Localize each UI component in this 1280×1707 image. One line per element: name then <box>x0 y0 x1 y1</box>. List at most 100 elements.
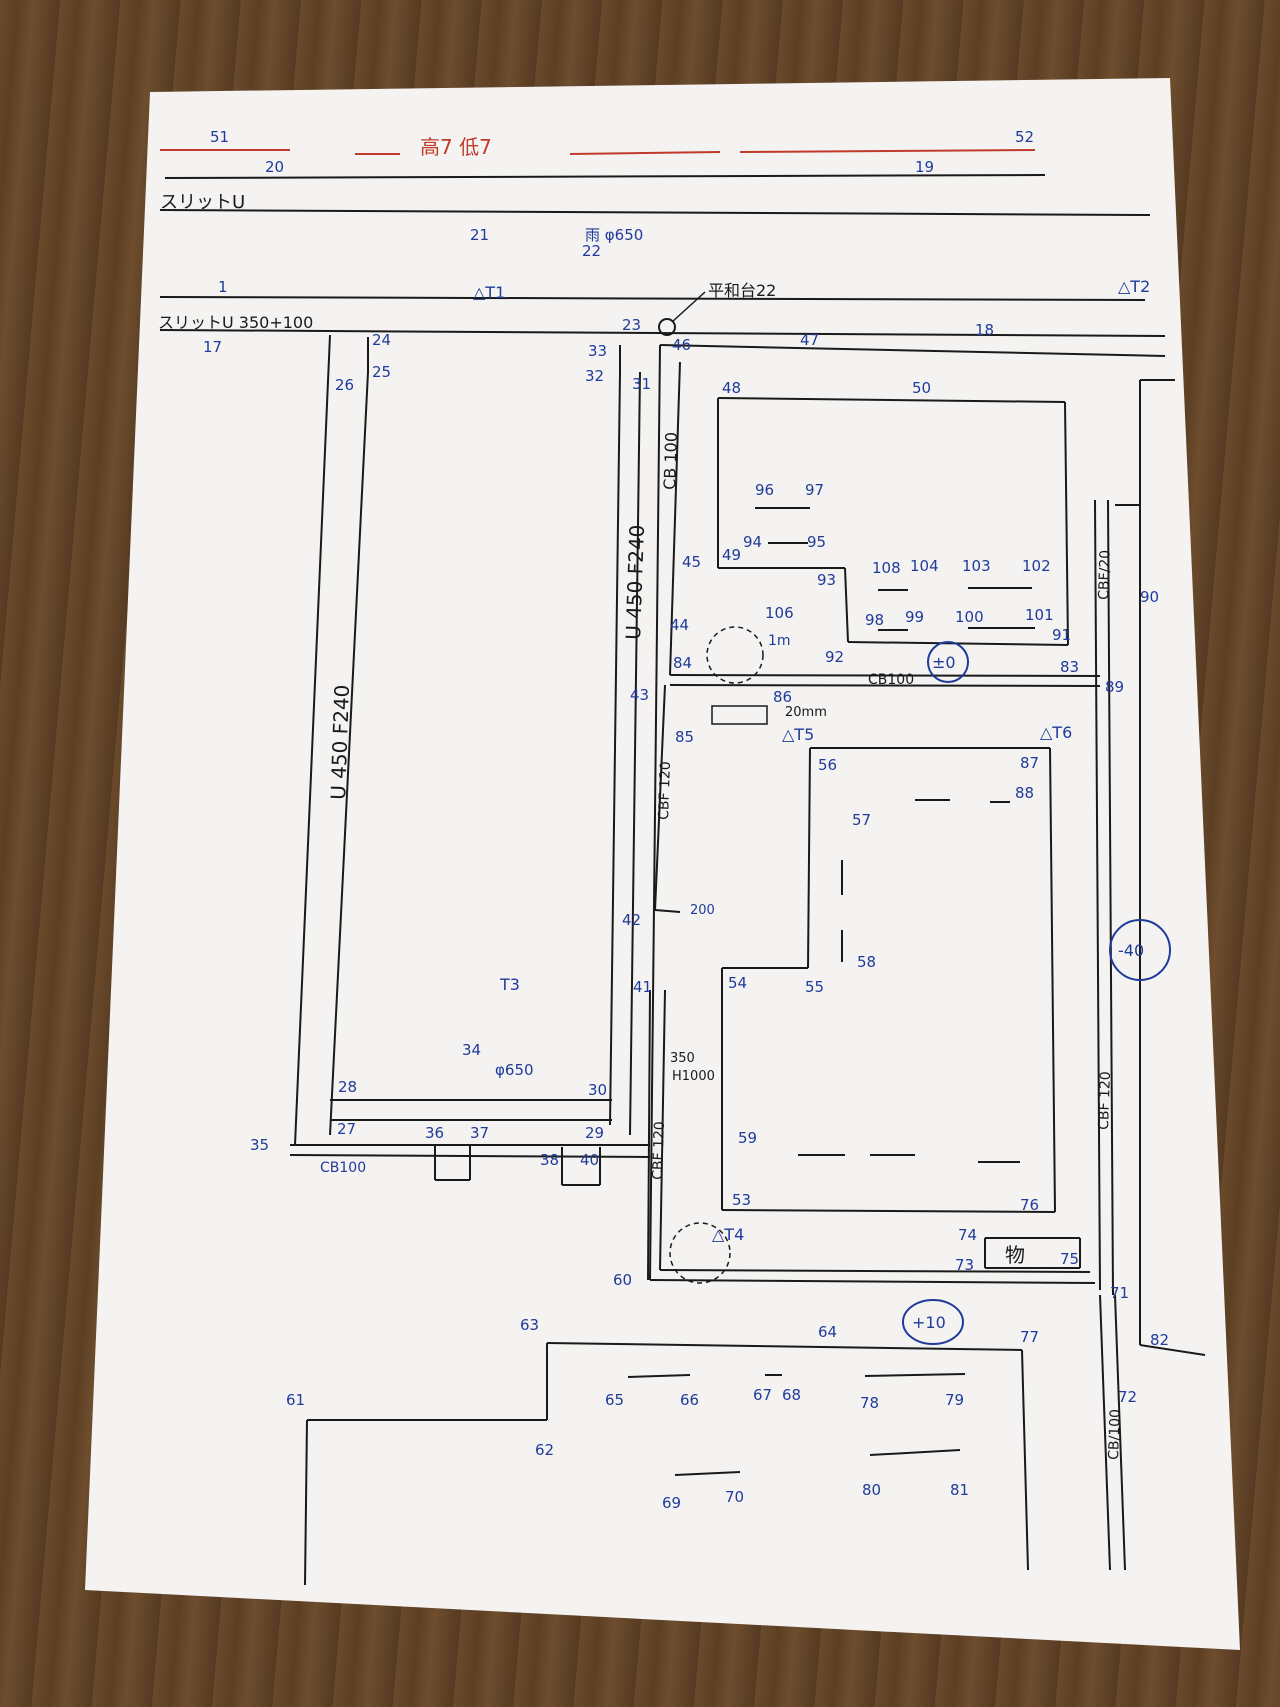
pt-35: 35 <box>250 1136 269 1154</box>
pt-101: 101 <box>1025 606 1054 624</box>
pt-76: 76 <box>1020 1196 1039 1214</box>
tree-lower-symbol <box>669 1222 731 1284</box>
cbf120-right-label: CBF/20 <box>1096 550 1114 600</box>
gutter-top-label: スリットU <box>160 192 245 213</box>
pt-28: 28 <box>338 1078 357 1096</box>
rain-inlet-label: 雨 φ650 <box>585 226 643 244</box>
pt-67: 67 <box>753 1386 772 1404</box>
pt-22: 22 <box>582 242 601 260</box>
pt-99: 99 <box>905 608 924 626</box>
tree-upper-symbol <box>706 626 764 684</box>
pt-27: 27 <box>337 1120 356 1138</box>
drain-box <box>711 705 768 725</box>
pt-81: 81 <box>950 1481 969 1499</box>
pt-78: 78 <box>860 1394 879 1412</box>
pt-31: 31 <box>632 375 651 393</box>
rain-inlet-2-label: φ650 <box>495 1061 534 1079</box>
cb100-mid-label: CB 100 <box>660 432 681 490</box>
pt-48: 48 <box>722 379 741 397</box>
pt-69: 69 <box>662 1494 681 1512</box>
level-m40-circle <box>1109 919 1171 981</box>
pt-46: 46 <box>672 336 691 354</box>
survey-t5: △T5 <box>782 725 814 744</box>
pt-85: 85 <box>675 728 694 746</box>
survey-t4: △T4 <box>712 1225 744 1244</box>
pt-17: 17 <box>203 338 222 356</box>
survey-t6: △T6 <box>1040 723 1072 742</box>
level-p10-circle <box>902 1299 964 1345</box>
pt-18: 18 <box>975 321 994 339</box>
pt-38: 38 <box>540 1151 559 1169</box>
pt-52: 52 <box>1015 128 1034 146</box>
level-0-label: ±0 <box>932 653 956 672</box>
pt-1: 1 <box>218 278 228 296</box>
pt-45: 45 <box>682 553 701 571</box>
pt-88: 88 <box>1015 784 1034 802</box>
pt-68: 68 <box>782 1386 801 1404</box>
pt-93: 93 <box>817 571 836 589</box>
pt-83: 83 <box>1060 658 1079 676</box>
gutter-main-label: スリットU 350+100 <box>158 313 313 332</box>
survey-t1: △T1 <box>473 283 505 302</box>
pt-108: 108 <box>872 559 901 577</box>
right-boundary <box>1094 379 1206 1571</box>
pt-47: 47 <box>800 331 819 349</box>
pt-50: 50 <box>912 379 931 397</box>
building-label: 物 <box>1005 1243 1025 1267</box>
pt-53: 53 <box>732 1191 751 1209</box>
pt-95: 95 <box>807 533 826 551</box>
pt-61: 61 <box>286 1391 305 1409</box>
pt-58: 58 <box>857 953 876 971</box>
cb100-left-label: CB100 <box>320 1160 366 1176</box>
pt-20: 20 <box>265 158 284 176</box>
pt-77: 77 <box>1020 1328 1039 1346</box>
pt-40: 40 <box>580 1151 599 1169</box>
pt-32: 32 <box>585 367 604 385</box>
level-m40-label: -40 <box>1118 941 1144 960</box>
pt-82: 82 <box>1150 1331 1169 1349</box>
middle-wall <box>609 344 1101 1281</box>
pt-63: 63 <box>520 1316 539 1334</box>
pt-84: 84 <box>673 654 692 672</box>
pt-29: 29 <box>585 1124 604 1142</box>
pt-86: 86 <box>773 688 792 706</box>
survey-t3: T3 <box>499 975 520 994</box>
pt-55: 55 <box>805 978 824 996</box>
pt-36: 36 <box>425 1124 444 1142</box>
fire-hydrant-label: 平和台22 <box>708 281 776 300</box>
pt-51: 51 <box>210 128 229 146</box>
pt-97: 97 <box>805 481 824 499</box>
pt-73: 73 <box>955 1256 974 1274</box>
lower-yard-outline <box>649 747 1096 1284</box>
pt-25: 25 <box>372 363 391 381</box>
pt-57: 57 <box>852 811 871 829</box>
pt-62: 62 <box>535 1441 554 1459</box>
pt-65: 65 <box>605 1391 624 1409</box>
pt-60: 60 <box>613 1271 632 1289</box>
pt-59: 59 <box>738 1129 757 1147</box>
pt-96: 96 <box>755 481 774 499</box>
pt-103: 103 <box>962 557 991 575</box>
pt-98: 98 <box>865 611 884 629</box>
pt-24: 24 <box>372 331 391 349</box>
dim-20mm-label: 20mm <box>785 705 827 720</box>
pt-91: 91 <box>1052 626 1071 644</box>
pt-89: 89 <box>1105 678 1124 696</box>
pt-64: 64 <box>818 1323 837 1341</box>
pt-34: 34 <box>462 1041 481 1059</box>
manhole-spec-label: 350 <box>670 1051 695 1066</box>
pt-79: 79 <box>945 1391 964 1409</box>
pt-94: 94 <box>743 533 762 551</box>
pt-26: 26 <box>335 376 354 394</box>
survey-t2: △T2 <box>1118 277 1150 296</box>
upper-yard-outline <box>717 397 1069 646</box>
pt-72: 72 <box>1118 1388 1137 1406</box>
red-header-label: 高7 低7 <box>420 135 492 159</box>
pt-37: 37 <box>470 1124 489 1142</box>
pt-87: 87 <box>1020 754 1039 772</box>
gutter-lines <box>159 174 1166 357</box>
pt-80: 80 <box>862 1481 881 1499</box>
pt-54: 54 <box>728 974 747 992</box>
pt-70: 70 <box>725 1488 744 1506</box>
